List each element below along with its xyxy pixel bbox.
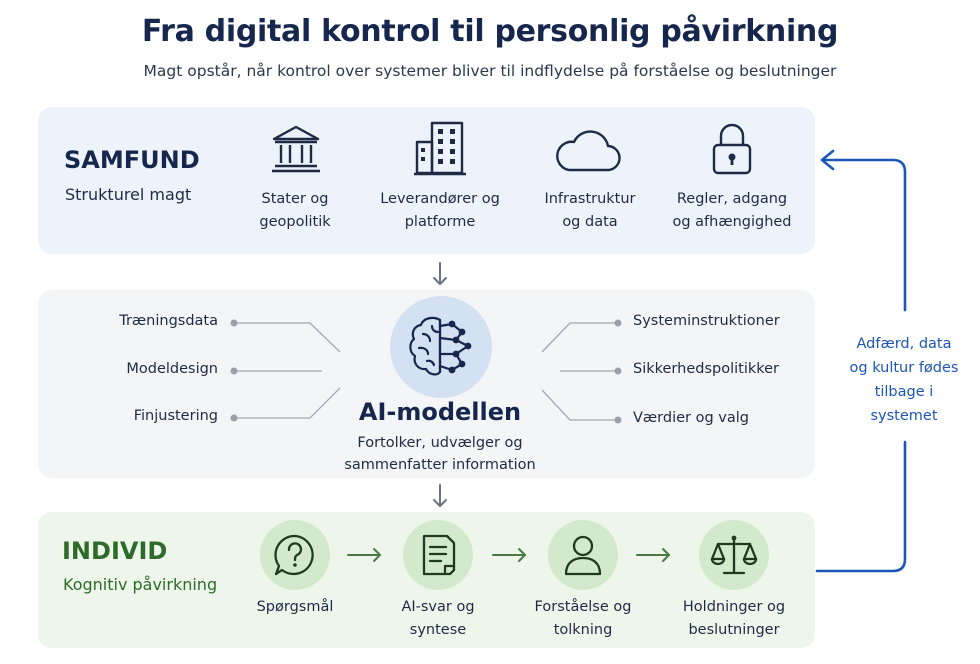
society-item-infrastructure: Infrastruktur og data — [544, 191, 636, 230]
society-title: SAMFUND — [64, 146, 200, 174]
step-understanding: Forståelse og tolkning — [534, 599, 632, 638]
model-input-training-data: Træningsdata — [119, 313, 218, 329]
document-icon — [422, 534, 456, 576]
feedback-label: Adfærd, data og kultur fødes tilbage i s… — [849, 336, 959, 424]
right-arrow-icon — [347, 548, 381, 562]
model-input-finetuning: Finjustering — [133, 408, 218, 424]
right-arrow-icon — [636, 548, 670, 562]
society-panel — [38, 107, 815, 254]
model-input-system-instructions: Systeminstruktioner — [633, 313, 780, 329]
individual-subtitle: Kognitiv påvirkning — [63, 575, 218, 594]
step-decisions: Holdninger og beslutninger — [682, 599, 786, 638]
individual-title: INDIVID — [62, 537, 168, 565]
model-input-values-choices: Værdier og valg — [633, 410, 749, 426]
bank-building-icon — [272, 125, 320, 173]
brain-network-icon — [409, 316, 472, 376]
society-item-rules: Regler, adgang og afhængighed — [672, 191, 792, 230]
step-circle — [260, 520, 330, 590]
cloud-icon — [556, 130, 621, 172]
right-arrow-icon — [492, 548, 526, 562]
page-subtitle: Magt opstår, når kontrol over systemer b… — [143, 62, 837, 80]
step-ai-answer: AI-svar og syntese — [401, 599, 475, 638]
step-question: Spørgsmål — [256, 599, 334, 615]
society-subtitle: Strukturel magt — [65, 185, 192, 204]
padlock-icon — [712, 123, 752, 175]
page-title: Fra digital kontrol til personlig påvirk… — [141, 14, 839, 49]
office-building-icon — [414, 121, 466, 176]
model-subtitle: Fortolker, udvælger og sammenfatter info… — [344, 435, 536, 473]
society-item-states: Stater og geopolitik — [259, 191, 331, 230]
model-title: AI-modellen — [358, 398, 522, 426]
question-bubble-icon — [274, 534, 314, 576]
person-icon — [564, 535, 602, 576]
down-arrow-icon — [433, 262, 447, 285]
model-input-model-design: Modeldesign — [126, 361, 218, 377]
society-item-vendors: Leverandører og platforme — [380, 191, 500, 230]
scales-icon — [710, 535, 758, 575]
model-input-safety-policies: Sikkerhedspolitikker — [633, 361, 780, 377]
down-arrow-icon — [433, 484, 447, 507]
